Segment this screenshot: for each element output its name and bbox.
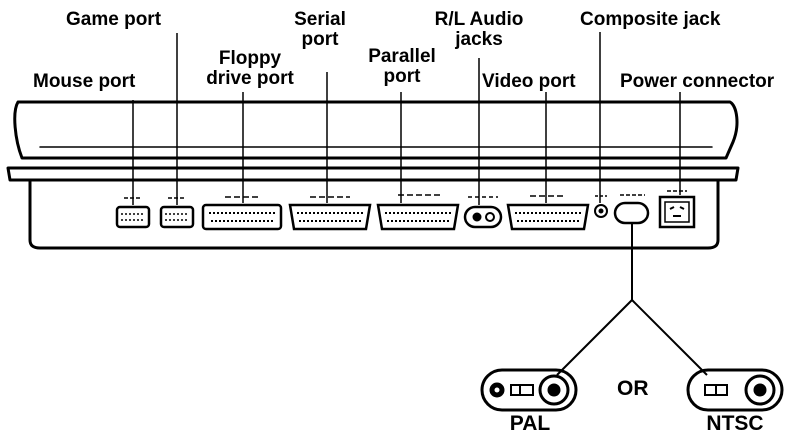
video-port-label: Video port <box>482 71 576 92</box>
port-panel <box>28 178 720 250</box>
floppy-port-label-line2: drive port <box>206 68 294 89</box>
power-connector <box>658 190 696 229</box>
serial-port-label: Serial port <box>280 10 360 50</box>
serial-port-label-line2: port <box>301 29 339 50</box>
audio-jacks-connector <box>463 196 503 229</box>
audio-jacks-label-line2: jacks <box>455 29 503 50</box>
power-connector-label: Power connector <box>620 71 775 92</box>
parallel-port-label-line1: Parallel <box>368 46 436 67</box>
game-port-connector <box>159 197 195 229</box>
composite-jack-connector <box>594 195 608 218</box>
game-port-label: Game port <box>66 9 162 30</box>
floppy-port-label-line1: Floppy <box>218 48 282 69</box>
audio-jacks-label: R/L Audio jacks <box>420 10 538 50</box>
floppy-port-connector <box>201 196 283 231</box>
case-top <box>13 100 739 160</box>
audio-jacks-label-line1: R/L Audio <box>434 9 524 30</box>
pal-label: PAL <box>509 412 551 435</box>
leader-lines <box>132 32 681 205</box>
parallel-port-label: Parallel port <box>352 47 452 87</box>
video-switch <box>613 194 650 225</box>
mouse-port-label: Mouse port <box>33 71 136 92</box>
parallel-port-connector <box>376 194 460 231</box>
or-label: OR <box>617 377 649 400</box>
composite-jack-label: Composite jack <box>580 9 721 30</box>
switch-branch-lines <box>556 223 708 376</box>
ntsc-label: NTSC <box>706 412 764 435</box>
pal-switch-detail <box>480 368 578 412</box>
floppy-port-label: Floppy drive port <box>200 49 300 89</box>
parallel-port-label-line2: port <box>383 66 421 87</box>
ntsc-switch-detail <box>686 368 784 412</box>
serial-port-connector <box>288 196 372 231</box>
serial-port-label-line1: Serial <box>294 9 346 30</box>
video-port-connector <box>506 195 590 231</box>
case-lip <box>6 166 740 182</box>
